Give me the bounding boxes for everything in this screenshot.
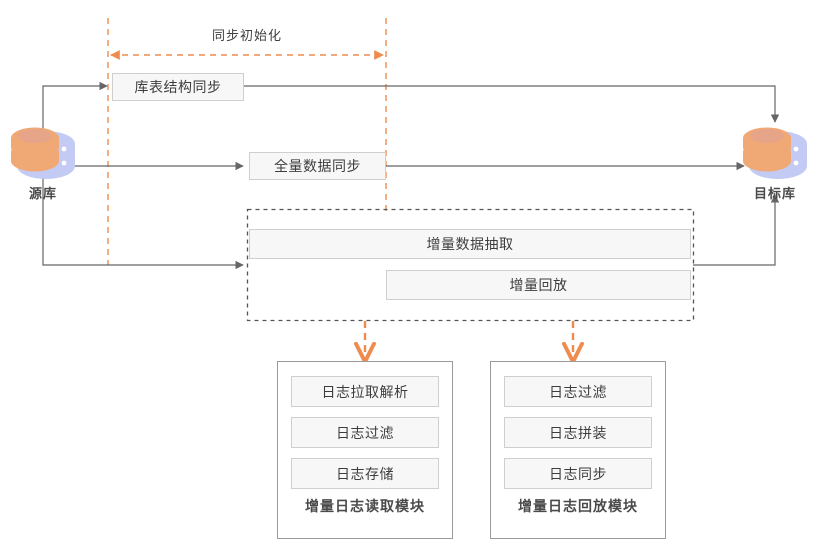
source-database-icon bbox=[8, 122, 78, 187]
stage-box-full-data-sync[interactable]: 全量数据同步 bbox=[249, 152, 386, 180]
target-database-icon bbox=[740, 122, 810, 187]
module-log-replay-steps: 日志过滤 日志拼装 日志同步 bbox=[504, 376, 652, 499]
module-log-replay[interactable]: 日志过滤 日志拼装 日志同步 增量日志回放模块 bbox=[490, 361, 666, 539]
module-step-log-sync[interactable]: 日志同步 bbox=[504, 458, 652, 489]
phase-label-sync-init: 同步初始化 bbox=[211, 28, 282, 43]
module-log-read-steps: 日志拉取解析 日志过滤 日志存储 bbox=[291, 376, 439, 499]
module-step-log-filter[interactable]: 日志过滤 bbox=[291, 417, 439, 448]
source-database-label: 源库 bbox=[28, 186, 57, 201]
module-step-log-pull-parse[interactable]: 日志拉取解析 bbox=[291, 376, 439, 407]
module-step-log-assemble[interactable]: 日志拼装 bbox=[504, 417, 652, 448]
module-log-replay-title: 增量日志回放模块 bbox=[518, 498, 638, 514]
module-step-log-storage[interactable]: 日志存储 bbox=[291, 458, 439, 489]
module-log-read[interactable]: 日志拉取解析 日志过滤 日志存储 增量日志读取模块 bbox=[277, 361, 453, 539]
connector-replay-to-target bbox=[693, 194, 780, 266]
stage-box-schema-sync[interactable]: 库表结构同步 bbox=[112, 73, 244, 101]
stage-box-incremental-replay[interactable]: 增量回放 bbox=[386, 270, 691, 300]
stage-box-incremental-extract[interactable]: 增量数据抽取 bbox=[249, 229, 691, 259]
module-log-read-title: 增量日志读取模块 bbox=[305, 498, 425, 514]
module-step-log-filter-replay[interactable]: 日志过滤 bbox=[504, 376, 652, 407]
incremental-group-outline bbox=[246, 208, 695, 322]
target-database-label: 目标库 bbox=[753, 186, 796, 201]
connector-schema-to-target bbox=[243, 85, 780, 123]
